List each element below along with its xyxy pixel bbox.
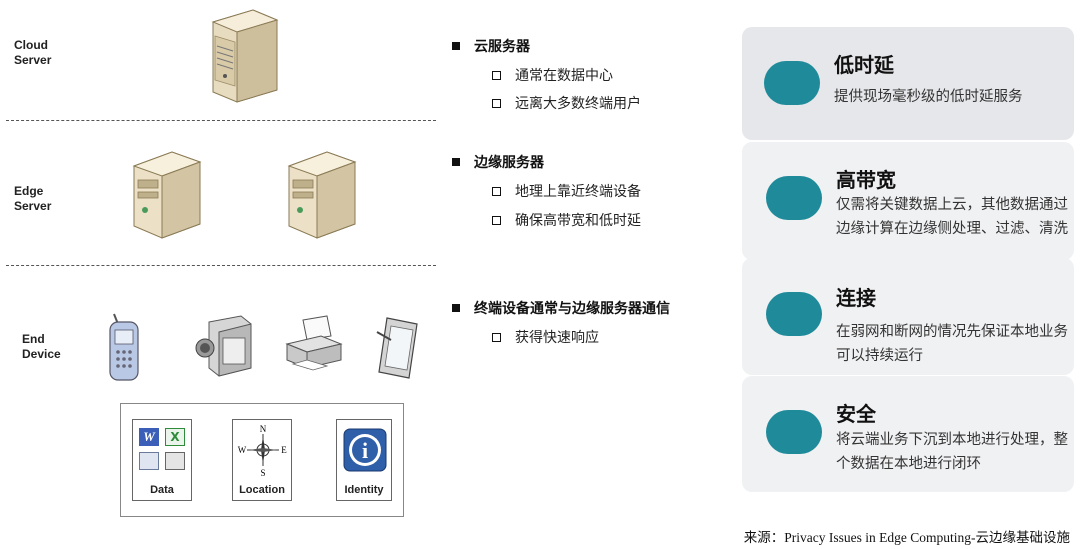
source-caption: 来源：Privacy Issues in Edge Computing-云边缘基… bbox=[743, 530, 1070, 545]
data-location-identity-box: W X Data N S W E Location i Identity bbox=[120, 403, 404, 517]
hollow-square-bullet-icon bbox=[492, 98, 501, 108]
card-desc: 提供现场毫秒级的低时延服务 bbox=[834, 89, 1023, 105]
data-label: Data bbox=[150, 484, 174, 496]
bullet-cloud-server: 云服务器 bbox=[452, 36, 530, 56]
edge-server-icon bbox=[287, 151, 357, 239]
square-bullet-icon bbox=[452, 304, 460, 312]
location-card: N S W E Location bbox=[232, 419, 292, 501]
compass-icon: N S W E bbox=[238, 424, 288, 478]
accent-pill-icon bbox=[764, 61, 820, 105]
bullet-item: 通常在数据中心 bbox=[492, 65, 613, 85]
card-desc: 将云端业务下沉到本地进行处理，整个数据在本地进行闭环 bbox=[836, 432, 1068, 472]
card-title: 安全 bbox=[836, 402, 876, 426]
bullet-end-device: 终端设备通常与边缘服务器通信 bbox=[452, 298, 670, 318]
card-title: 高带宽 bbox=[836, 168, 896, 192]
tier-label-cloud: Cloud Server bbox=[14, 38, 52, 67]
data-card: W X Data bbox=[132, 419, 192, 501]
hollow-square-bullet-icon bbox=[492, 215, 501, 225]
bullet-item: 地理上靠近终端设备 bbox=[492, 181, 641, 201]
accent-pill-icon bbox=[766, 176, 822, 220]
tier-divider bbox=[6, 120, 436, 121]
identity-label: Identity bbox=[344, 484, 384, 496]
edge-server-icon bbox=[132, 151, 202, 239]
printer-icon bbox=[285, 315, 343, 371]
square-bullet-icon bbox=[452, 42, 460, 50]
bullet-item: 获得快速响应 bbox=[492, 327, 599, 347]
floppy-disk-icon bbox=[165, 452, 185, 470]
compass-s: S bbox=[260, 468, 265, 478]
bullet-item: 确保高带宽和低时延 bbox=[492, 210, 641, 230]
tier-label-end: End Device bbox=[22, 332, 61, 361]
card-title: 连接 bbox=[836, 286, 876, 310]
compass-e: E bbox=[281, 445, 287, 455]
card-title: 低时延 bbox=[834, 53, 894, 77]
excel-doc-icon: X bbox=[165, 428, 185, 446]
card-desc: 在弱网和断网的情况先保证本地业务可以持续运行 bbox=[836, 324, 1068, 364]
accent-pill-icon bbox=[766, 292, 822, 336]
cloud-server-icon bbox=[211, 9, 279, 103]
window-doc-icon bbox=[139, 452, 159, 470]
mobile-phone-icon bbox=[109, 313, 139, 381]
square-bullet-icon bbox=[452, 158, 460, 166]
bullet-item: 远离大多数终端用户 bbox=[492, 93, 641, 113]
hollow-square-bullet-icon bbox=[492, 70, 501, 80]
info-icon: i bbox=[343, 428, 387, 472]
feature-card-low-latency: 低时延 提供现场毫秒级的低时延服务 bbox=[742, 27, 1074, 140]
compass-w: W bbox=[238, 445, 247, 455]
accent-pill-icon bbox=[766, 410, 822, 454]
video-camera-icon bbox=[195, 315, 252, 377]
word-doc-icon: W bbox=[139, 428, 159, 446]
hollow-square-bullet-icon bbox=[492, 186, 501, 196]
svg-text:i: i bbox=[362, 438, 368, 463]
tier-label-edge: Edge Server bbox=[14, 184, 52, 213]
feature-card-security: 安全 将云端业务下沉到本地进行处理，整个数据在本地进行闭环 bbox=[742, 376, 1074, 492]
hollow-square-bullet-icon bbox=[492, 332, 501, 342]
bullet-edge-server: 边缘服务器 bbox=[452, 152, 544, 172]
tablet-icon bbox=[376, 317, 418, 379]
feature-card-connection: 连接 在弱网和断网的情况先保证本地业务可以持续运行 bbox=[742, 258, 1074, 375]
feature-card-high-bandwidth: 高带宽 仅需将关键数据上云，其他数据通过边缘计算在边缘侧处理、过滤、清洗 bbox=[742, 142, 1074, 260]
tier-divider bbox=[6, 265, 436, 266]
card-desc: 仅需将关键数据上云，其他数据通过边缘计算在边缘侧处理、过滤、清洗 bbox=[836, 197, 1068, 237]
location-label: Location bbox=[239, 484, 285, 496]
identity-card: i Identity bbox=[336, 419, 392, 501]
compass-n: N bbox=[260, 424, 267, 434]
